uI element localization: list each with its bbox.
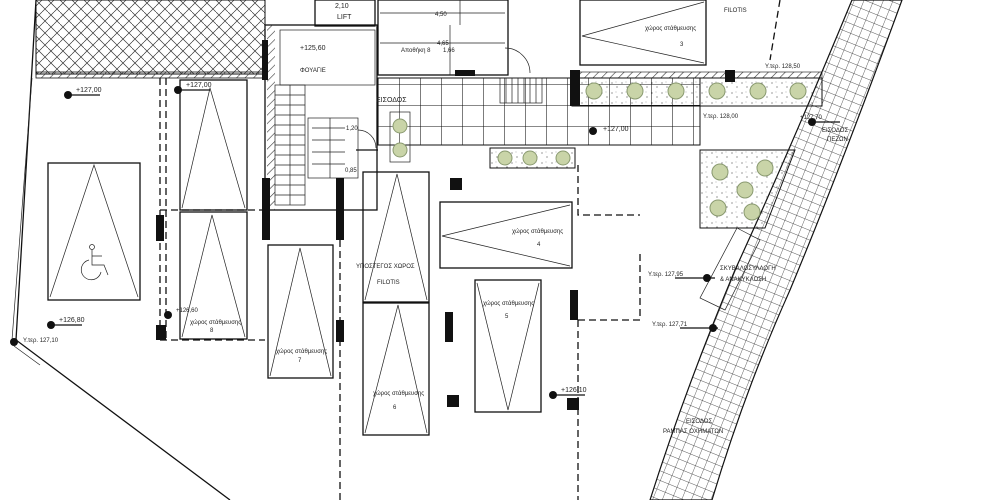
building-core: +125,60 ΦΟΥΑΓΙΕ 1,20 0,85 <box>262 24 378 240</box>
ramp-entrance-label-2: ΡΑΜΠΑΣ ΟΧΗΜΑΤΩΝ <box>663 429 723 435</box>
entrance-label: ΕΙΣΟΔΟΣ <box>376 97 407 104</box>
dim-storage: 4,65 <box>437 41 449 47</box>
svg-text:+127,00: +127,00 <box>186 82 212 89</box>
level-waste-bottom: Υ.τερ. 127,71 <box>652 322 688 328</box>
level-planter-bottom: Υ.τερ. 128,00 <box>703 114 739 120</box>
space-label: χώρος στάθμευσης <box>190 319 241 326</box>
lobby-level: +125,60 <box>300 45 326 52</box>
wheelchair-icon <box>80 244 109 281</box>
parking-space-6: χώρος στάθμευσης 6 <box>362 302 430 436</box>
space-number: 8 <box>210 328 214 334</box>
covered-area: ΥΠΟΣΤΕΓΟΣ ΧΩΡΟΣ FILOTIS <box>356 171 430 303</box>
waste-label-1: ΣΚΥΒΑΛΟΣΥΛΛΟΓΗ <box>720 266 776 272</box>
level-markers: +127,00 +127,00 +126,80 Υ.τερ. 127,10 +1… <box>10 82 840 399</box>
storage-dim-2: 1,66 <box>443 48 455 54</box>
pedestrian-entrance-label-2: ΠΕΖΩΝ <box>827 137 848 143</box>
lift-dim: 2,10 <box>335 3 349 10</box>
parking-space-5: χώρος στάθμευσης 5 <box>474 279 542 413</box>
level-entrance-court: +127,00 <box>603 126 629 133</box>
pilotis-outline <box>156 0 781 500</box>
space-number: 5 <box>505 314 509 320</box>
svg-text:Υ.τερ. 127,10: Υ.τερ. 127,10 <box>23 338 59 344</box>
svg-text:+126,60: +126,60 <box>176 308 199 314</box>
waste-label-2: & ΑΝΑΚΥΚΛΩΣΗ <box>720 277 766 283</box>
level-marker: +126,80 <box>47 317 85 329</box>
wc-dim-2: 0,85 <box>345 168 357 174</box>
pilotis-label: FILOTIS <box>724 8 747 14</box>
pedestrian-entrance-label-1: ΕΙΣΟΔΟΣ <box>822 128 848 134</box>
lobby-label: ΦΟΥΑΓΙΕ <box>300 68 326 74</box>
garden-planter <box>699 149 796 229</box>
lift: 2,10 LIFT <box>314 0 376 27</box>
level-marker: Υ.τερ. 127,10 <box>10 338 59 346</box>
lift-label: LIFT <box>337 14 352 21</box>
level-planter-top: Υ.τερ. 128,50 <box>765 64 801 70</box>
stair <box>274 84 306 206</box>
small-planter <box>489 147 576 169</box>
svg-text:+127,70: +127,70 <box>800 115 823 121</box>
level-marker: +127,70 <box>800 115 840 126</box>
svg-text:+127,00: +127,00 <box>76 87 102 94</box>
level-marker <box>589 127 597 135</box>
space-label: χώρος στάθμευσης <box>373 390 424 397</box>
storage-label: Αποθήκη 8 <box>401 47 431 54</box>
covered-label: ΥΠΟΣΤΕΓΟΣ ΧΩΡΟΣ <box>356 264 415 270</box>
ramp-entrance-label-1: ΕΙΣΟΔΟΣ <box>686 419 712 425</box>
parking-space-8-upper <box>179 79 248 211</box>
parking-space-4: χώρος στάθμευσης 4 <box>439 201 573 269</box>
waste-room: ΣΚΥΒΑΛΟΣΥΛΛΟΓΗ & ΑΝΑΚΥΚΛΩΣΗ Υ.τερ. 127,9… <box>648 227 776 332</box>
dim-top: 4,50 <box>435 12 447 18</box>
entrance-planter <box>389 111 411 163</box>
level-marker: +127,00 <box>64 87 102 99</box>
space-label: χώρος στάθμευσης <box>512 228 563 235</box>
level-waste-top: Υ.τερ. 127,95 <box>648 272 684 278</box>
storage-room: 4,50 4,65 Αποθήκη 8 1,66 <box>377 0 531 76</box>
planter-strip: Υ.τερ. 128,50 <box>570 64 823 107</box>
level-marker: +126,60 <box>164 308 199 319</box>
space-number: 4 <box>537 242 541 248</box>
level-marker: +126,10 <box>549 387 587 399</box>
svg-text:+126,10: +126,10 <box>561 387 587 394</box>
level-marker: +127,00 <box>174 82 212 94</box>
space-label: χώρος στάθμευσης <box>645 25 696 32</box>
parking-space-7: χώρος στάθμευσης 7 <box>267 244 334 379</box>
parking-space-3: χώρος στάθμευσης 3 FILOTIS <box>579 0 747 66</box>
space-label: χώρος στάθμευσης <box>483 300 534 307</box>
covered-pilotis: FILOTIS <box>377 280 400 286</box>
svg-text:+126,80: +126,80 <box>59 317 85 324</box>
parking-space-8: χώρος στάθμευσης 8 <box>179 211 248 340</box>
accessible-parking-space <box>47 162 141 301</box>
site-boundary <box>11 0 266 500</box>
space-number: 6 <box>393 405 397 411</box>
space-number: 3 <box>680 42 684 48</box>
wc-dim: 1,20 <box>346 126 358 132</box>
space-label: χώρος στάθμευσης <box>276 348 327 355</box>
space-number: 7 <box>298 358 302 364</box>
